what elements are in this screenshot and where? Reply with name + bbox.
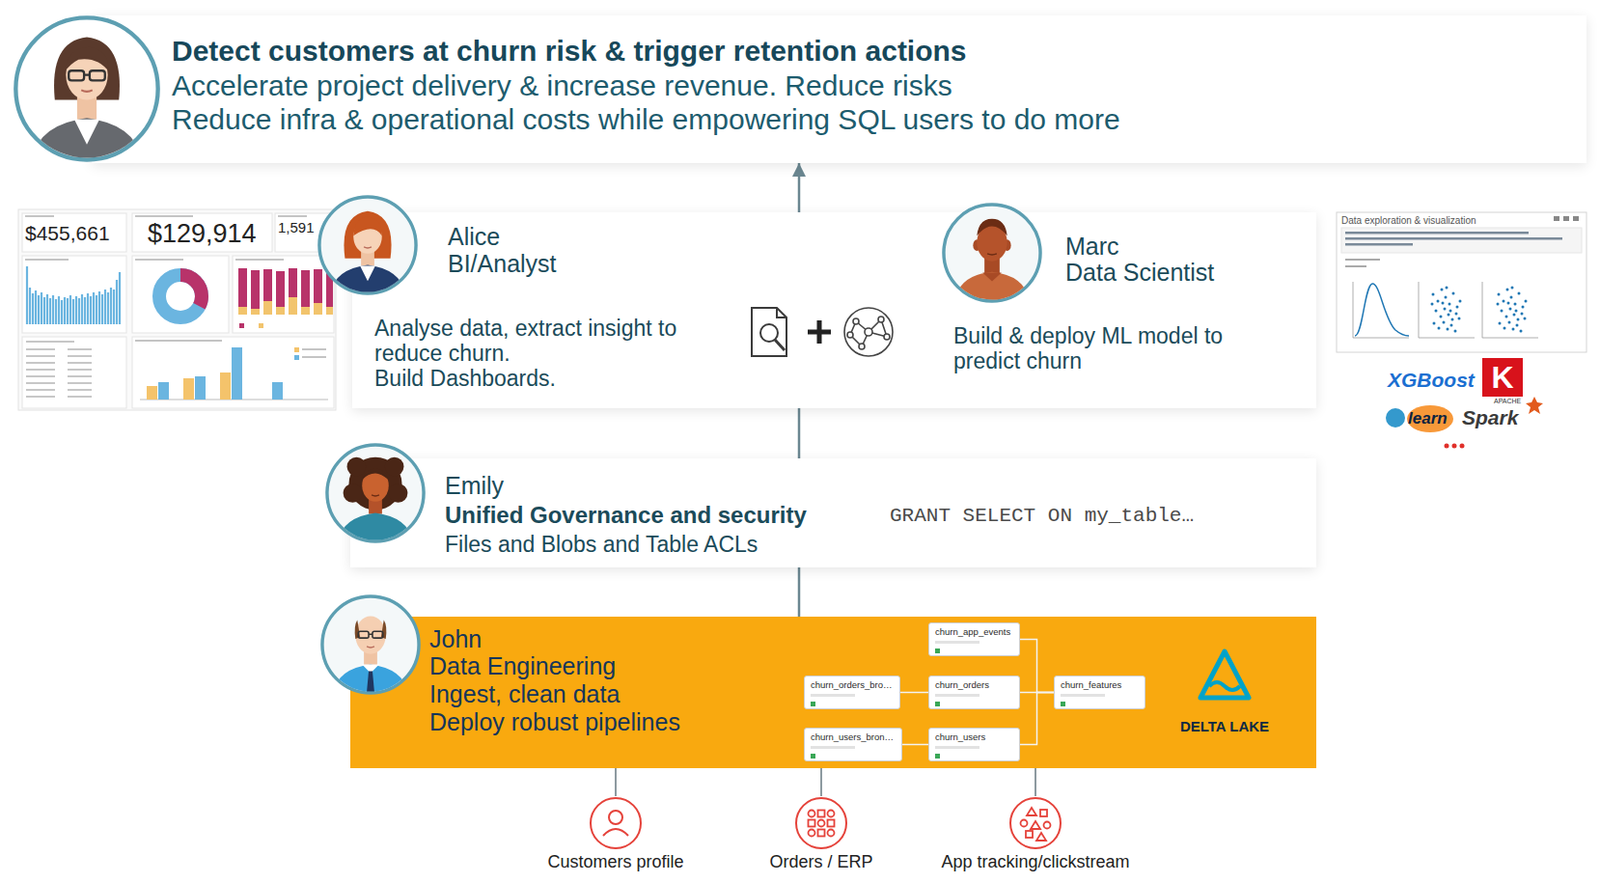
node-text: Deploy robust pipelines (429, 708, 681, 736)
data-source: Customers profile (545, 796, 687, 874)
persona-panel: EmilyUnified Governance and securityFile… (350, 458, 1317, 568)
persona-panel: JohnData EngineeringIngest, clean dataDe… (350, 616, 1317, 769)
notebook-title: Data exploration & visualization (1341, 215, 1477, 226)
library-logo: K (1482, 358, 1523, 397)
node-text: App tracking/clickstream (940, 852, 1130, 872)
pipeline-step: churn_app_events (928, 622, 1021, 657)
connector (1020, 692, 1054, 745)
connector (798, 163, 801, 213)
node-text: Build Dashboards. (374, 365, 556, 391)
node-text: churn_app_events (935, 627, 1011, 638)
source-icon (794, 796, 849, 851)
node-text: Build & deploy ML model to predict churn (953, 323, 1272, 374)
connector (820, 768, 823, 797)
kpi-value: 1,591 (277, 220, 315, 237)
delta-lake-logo (1195, 645, 1254, 710)
library-logo: APACHE (1493, 397, 1521, 406)
stacked-bars (238, 268, 333, 329)
goal-banner: Detect customers at churn risk & trigger… (91, 15, 1587, 164)
pipeline-step: churn_users_bron… (803, 727, 903, 762)
node-text: GRANT SELECT ON my_table… (889, 504, 1194, 528)
node-text: Reduce infra & operational costs while e… (171, 103, 1121, 137)
source-icon (588, 796, 643, 851)
node-text: Detect customers at churn risk & trigger… (171, 34, 967, 68)
node-text: Analyse data, extract insight to reduce … (374, 315, 737, 366)
library-logo: Spark (1462, 406, 1518, 430)
node-text: churn_users_bron… (810, 732, 894, 744)
node-text: churn_orders_bro… (810, 680, 893, 691)
node-text: Files and Blobs and Table ACLs (444, 531, 758, 557)
analysis-icons (747, 303, 898, 360)
connector (798, 567, 801, 617)
persona-avatar (940, 201, 1044, 304)
connector (900, 691, 929, 694)
kpi-value: $455,661 (25, 221, 111, 246)
node-text: Marc (1065, 232, 1120, 260)
node-text: churn_orders (935, 680, 990, 691)
connector (614, 768, 617, 797)
data-source: Orders / ERP (767, 796, 876, 874)
persona-panel: AliceBI/AnalystAnalyse data, extract ins… (352, 212, 1317, 409)
data-source: App tracking/clickstream (938, 796, 1132, 874)
node-text: Data Engineering (429, 652, 616, 680)
node-text: churn_features (1060, 680, 1122, 691)
persona-avatar (319, 593, 422, 696)
node-text: Orders / ERP (769, 852, 873, 872)
node-text: churn_users (935, 732, 986, 744)
node-text: Accelerate project delivery & increase r… (171, 69, 953, 103)
pipeline-step: churn_users (928, 727, 1021, 762)
persona-avatar (11, 13, 163, 165)
persona-avatar (324, 441, 427, 545)
connector (798, 408, 801, 459)
connector (1020, 639, 1054, 693)
node-text: Customers profile (547, 852, 684, 872)
node-text: Alice (447, 222, 500, 250)
library-logo: learn (1407, 409, 1448, 428)
ml-logos (1385, 396, 1544, 449)
node-text: Unified Governance and security (444, 501, 807, 528)
pipeline-step: churn_orders_bro… (803, 675, 901, 710)
source-icon (1008, 796, 1063, 851)
dashboard-screenshot (18, 209, 336, 411)
connector (1034, 768, 1037, 797)
logo-text: DELTA LAKE (1180, 718, 1269, 736)
node-text: Data Scientist (1065, 258, 1214, 286)
node-text: Ingest, clean data (429, 680, 620, 708)
node-text: Emily (444, 471, 504, 499)
library-logo: XGBoost (1387, 368, 1475, 392)
persona-avatar (316, 193, 419, 297)
notebook-screenshot (1336, 212, 1587, 353)
kpi-value: $129,914 (147, 219, 257, 249)
pipeline-step: churn_orders (928, 675, 1021, 710)
node-text: BI/Analyst (447, 249, 557, 277)
node-text: John (429, 625, 482, 653)
connector (902, 744, 929, 746)
pipeline-step: churn_features (1053, 675, 1146, 710)
